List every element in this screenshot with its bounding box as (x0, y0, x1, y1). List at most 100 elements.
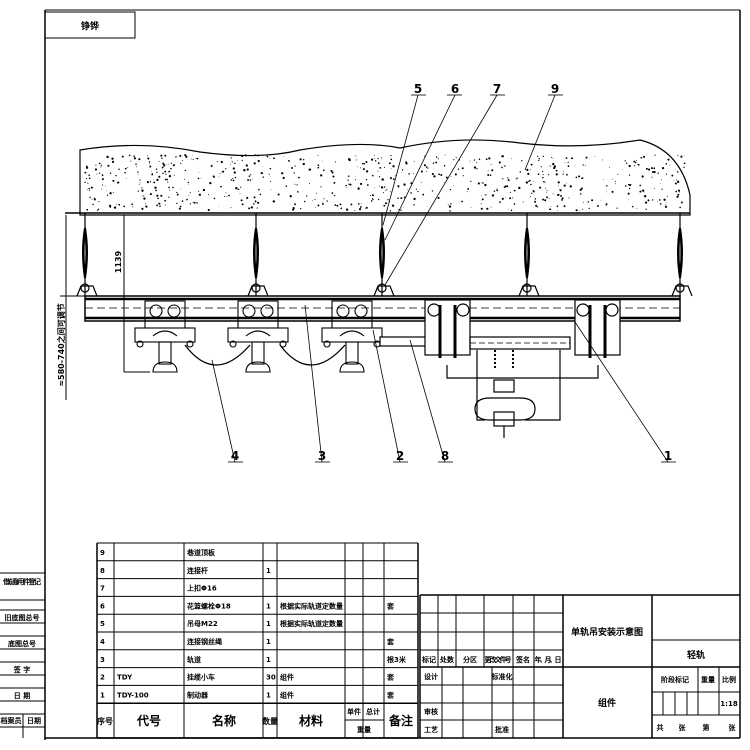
rock-speck (354, 179, 356, 181)
rock-speck (330, 169, 333, 172)
rock-speck (544, 182, 546, 184)
rock-speck (354, 159, 356, 161)
sheet-label: 张 (729, 723, 737, 732)
rock-speck (446, 177, 447, 179)
rock-speck (678, 191, 680, 193)
rock-speck (438, 173, 441, 176)
rock-speck (148, 161, 151, 163)
rock-speck (245, 164, 248, 167)
rock-speck (435, 161, 438, 164)
rock-speck (333, 181, 336, 184)
rock-speck (193, 201, 196, 204)
rock-speck (158, 202, 161, 205)
rock-speck (360, 203, 362, 204)
bom-code: TDY-100 (117, 691, 149, 699)
rock-speck (357, 187, 360, 190)
bom-qty: 30 (266, 674, 276, 682)
rock-speck (628, 164, 631, 168)
rock-speck (198, 172, 200, 173)
rock-speck (101, 174, 104, 177)
rock-speck (113, 206, 117, 209)
rock-speck (157, 197, 159, 200)
rock-speck (175, 156, 177, 158)
rock-speck (151, 171, 152, 173)
rock-speck (453, 184, 454, 186)
rock-speck (426, 205, 428, 207)
rock-speck (282, 176, 285, 180)
rock-speck (359, 206, 362, 208)
rock-speck (553, 166, 556, 170)
rock-speck (665, 204, 667, 206)
drawing-type: 组件 (598, 697, 616, 709)
rock-speck (156, 178, 159, 182)
callout-3: 3 (318, 449, 326, 463)
rock-speck (538, 158, 540, 160)
rock-speck (661, 188, 663, 190)
rock-speck (397, 185, 400, 188)
rock-speck (166, 178, 169, 181)
scale-value: 1:18 (720, 700, 738, 708)
rock-speck (389, 177, 392, 180)
rock-speck (303, 159, 305, 161)
rock-speck (365, 160, 368, 164)
rock-speck (660, 183, 662, 185)
bom-header-remark: 备注 (388, 713, 413, 728)
rock-speck (493, 190, 496, 192)
rock-speck (531, 192, 533, 194)
rock-speck (636, 208, 638, 210)
rock-speck (259, 193, 262, 196)
rock-speck (149, 163, 151, 165)
rock-speck (168, 170, 171, 173)
rock-speck (461, 167, 464, 170)
rock-speck (146, 181, 150, 184)
rock-speck (568, 197, 570, 199)
rock-speck (294, 203, 296, 206)
callout-2: 2 (396, 449, 404, 463)
stage-mark-label: 阶段标记 (661, 675, 689, 684)
rock-speck (454, 173, 457, 176)
review-label: 审核 (424, 707, 438, 716)
rock-speck (400, 209, 402, 211)
bom-qty: 1 (266, 656, 271, 664)
rock-speck (651, 171, 654, 174)
turnbuckle-hanger (518, 213, 540, 297)
rock-speck (499, 201, 501, 203)
rock-speck (616, 207, 618, 209)
rock-speck (535, 204, 538, 207)
rock-speck (192, 201, 194, 203)
rock-speck (285, 185, 288, 187)
rock-speck (669, 164, 671, 166)
rock-speck (162, 172, 164, 174)
rock-speck (241, 155, 244, 158)
rev-header-count: 处数 (439, 655, 455, 664)
rock-speck (98, 162, 101, 165)
rock-speck (614, 183, 616, 185)
leader-lines (211, 94, 676, 463)
rock-speck (546, 196, 548, 199)
rock-speck (485, 194, 487, 196)
rock-speck (601, 159, 603, 161)
rock-speck (153, 179, 154, 181)
side-strip (0, 572, 45, 738)
rock-speck (435, 156, 438, 158)
rock-speck (109, 192, 112, 195)
rock-speck (466, 191, 468, 193)
rock-speck (137, 190, 139, 192)
rock-speck (384, 202, 388, 205)
rock-speck (674, 182, 677, 185)
rock-speck (198, 190, 200, 192)
rock-speck (633, 165, 636, 167)
rock-speck (197, 177, 200, 180)
rock-speck (254, 200, 257, 203)
rock-speck (241, 159, 243, 162)
rock-speck (665, 162, 668, 165)
bom-header-name: 名称 (212, 713, 236, 728)
rock-speck (386, 189, 388, 191)
rock-speck (138, 183, 140, 185)
rock-speck (349, 183, 352, 186)
rock-speck (359, 167, 361, 169)
rock-speck (476, 162, 478, 164)
rock-speck (355, 176, 357, 177)
